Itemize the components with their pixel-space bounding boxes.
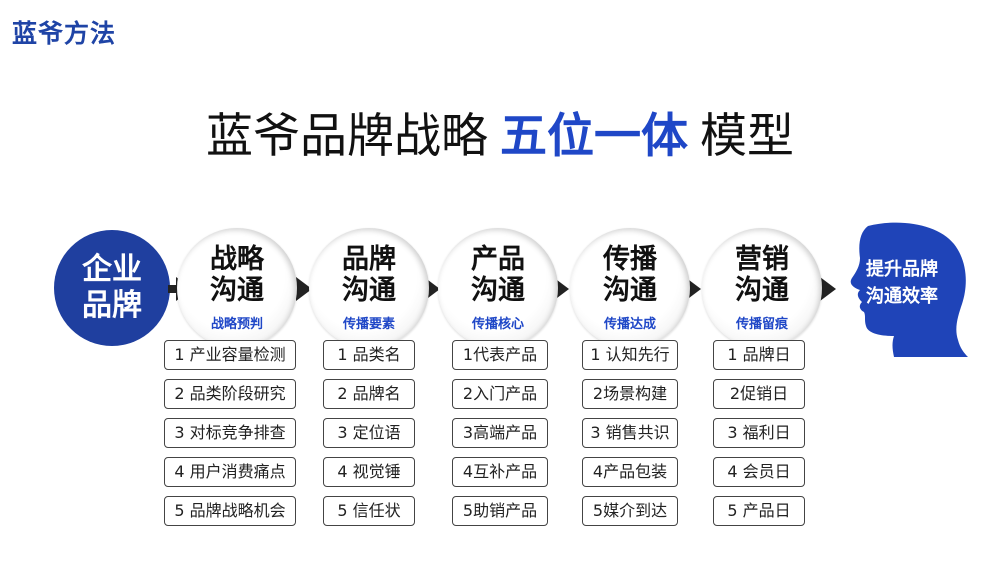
list-item: 4产品包装 <box>582 457 678 487</box>
list-item: 1 认知先行 <box>582 340 678 370</box>
page-title: 蓝爷品牌战略五位一体模型 <box>0 97 1000 166</box>
start-node: 企业 品牌 <box>54 230 170 346</box>
list-item: 3 销售共识 <box>582 418 678 448</box>
arrow-2-icon <box>296 277 312 301</box>
title-highlight: 五位一体 <box>500 109 688 164</box>
list-item: 3 对标竞争排查 <box>164 418 296 448</box>
list-item: 4互补产品 <box>452 457 548 487</box>
stage-marketing: 营销 沟通 传播留痕 <box>702 228 822 348</box>
title-suffix: 模型 <box>700 109 794 164</box>
items-column-strategy: 1 产业容量检测 2 品类阶段研究 3 对标竞争排查 4 用户消费痛点 5 品牌… <box>164 340 296 535</box>
start-line1: 企业 <box>82 252 142 287</box>
items-column-marketing: 1 品牌日 2促销日 3 福利日 4 会员日 5 产品日 <box>713 340 805 535</box>
stage-title-line2: 沟通 <box>735 275 789 306</box>
list-item: 3高端产品 <box>452 418 548 448</box>
stage-product: 产品 沟通 传播核心 <box>438 228 558 348</box>
list-item: 2场景构建 <box>582 379 678 409</box>
stage-subtitle: 传播核心 <box>471 317 524 332</box>
stage-subtitle: 传播达成 <box>603 317 656 332</box>
stage-subtitle: 战略预判 <box>210 317 263 332</box>
list-item: 2 品牌名 <box>323 379 415 409</box>
list-item: 2 品类阶段研究 <box>164 379 296 409</box>
stage-title-line1: 品牌 <box>342 244 396 275</box>
list-item: 2促销日 <box>713 379 805 409</box>
items-column-product: 1代表产品 2入门产品 3高端产品 4互补产品 5助销产品 <box>452 340 548 535</box>
stage-strategy: 战略 沟通 战略预判 <box>177 228 297 348</box>
stage-title-line2: 沟通 <box>471 275 525 306</box>
stage-title-line1: 产品 <box>471 244 525 275</box>
items-column-brand: 1 品类名 2 品牌名 3 定位语 4 视觉锤 5 信任状 <box>323 340 415 535</box>
arrow-shaft-1 <box>168 285 178 293</box>
head-silhouette-icon <box>850 222 968 357</box>
end-node-text: 提升品牌 沟通效率 <box>852 256 952 310</box>
list-item: 1 品类名 <box>323 340 415 370</box>
list-item: 1代表产品 <box>452 340 548 370</box>
list-item: 1 品牌日 <box>713 340 805 370</box>
list-item: 5媒介到达 <box>582 496 678 526</box>
stage-subtitle: 传播留痕 <box>735 317 788 332</box>
list-item: 5助销产品 <box>452 496 548 526</box>
arrow-6-icon <box>820 277 836 301</box>
stage-communication: 传播 沟通 传播达成 <box>570 228 690 348</box>
list-item: 2入门产品 <box>452 379 548 409</box>
stage-title-line2: 沟通 <box>603 275 657 306</box>
list-item: 1 产业容量检测 <box>164 340 296 370</box>
list-item: 5 产品日 <box>713 496 805 526</box>
stage-title-line2: 沟通 <box>342 275 396 306</box>
list-item: 5 信任状 <box>323 496 415 526</box>
list-item: 3 定位语 <box>323 418 415 448</box>
stage-title-line1: 营销 <box>735 244 789 275</box>
stage-title-line1: 战略 <box>210 244 264 275</box>
list-item: 4 用户消费痛点 <box>164 457 296 487</box>
end-line1: 提升品牌 <box>866 259 938 280</box>
list-item: 4 会员日 <box>713 457 805 487</box>
stage-title-line2: 沟通 <box>210 275 264 306</box>
list-item: 4 视觉锤 <box>323 457 415 487</box>
stage-title-line1: 传播 <box>603 244 657 275</box>
items-column-communication: 1 认知先行 2场景构建 3 销售共识 4产品包装 5媒介到达 <box>582 340 678 535</box>
list-item: 5 品牌战略机会 <box>164 496 296 526</box>
stage-subtitle: 传播要素 <box>342 317 395 332</box>
list-item: 3 福利日 <box>713 418 805 448</box>
end-line2: 沟通效率 <box>866 286 938 307</box>
start-line2: 品牌 <box>82 288 142 323</box>
brand-logo-text: 蓝爷方法 <box>12 19 117 48</box>
stage-brand: 品牌 沟通 传播要素 <box>309 228 429 348</box>
title-prefix: 蓝爷品牌战略 <box>206 109 488 164</box>
